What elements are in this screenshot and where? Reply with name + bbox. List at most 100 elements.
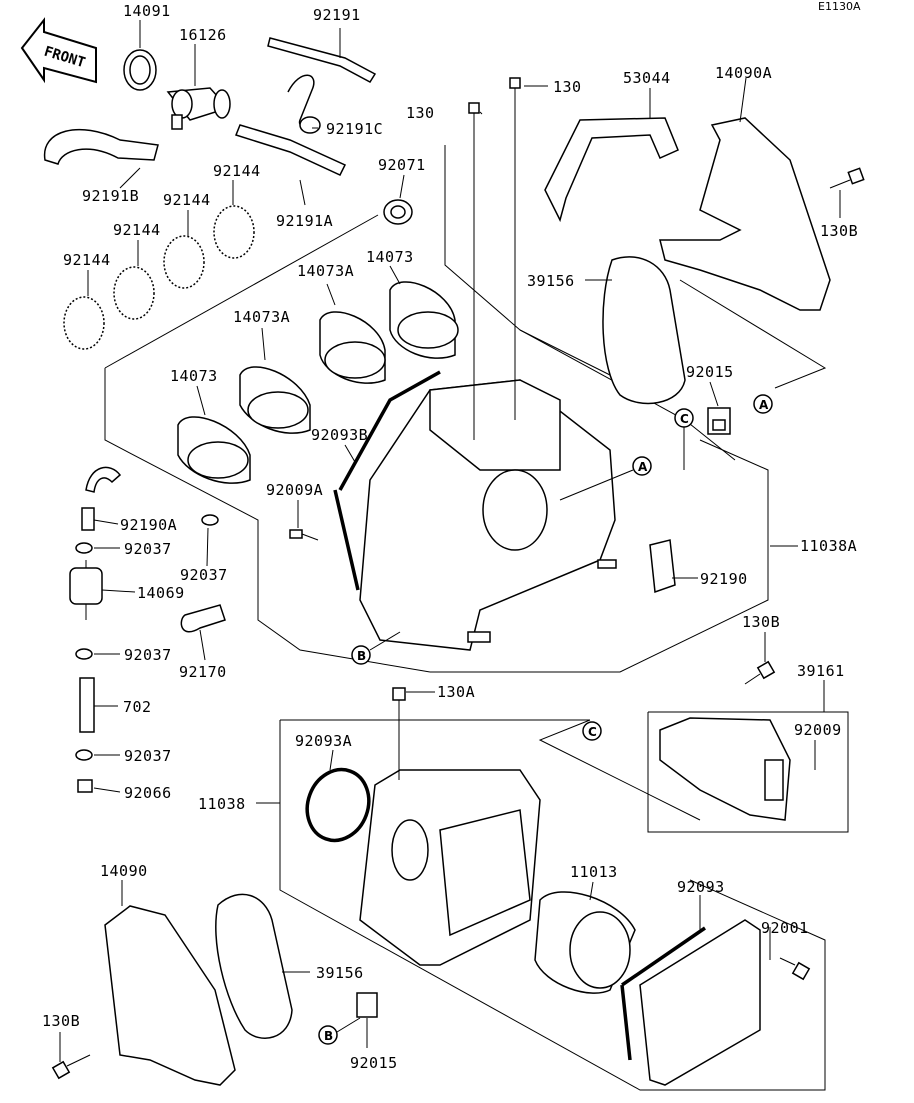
label-92170: 92170 bbox=[179, 663, 227, 681]
label-92009A: 92009A bbox=[266, 481, 323, 499]
svg-text:A: A bbox=[759, 398, 769, 412]
label-702: 702 bbox=[123, 698, 152, 716]
part-14069-filter bbox=[69, 560, 103, 620]
part-14073-boots bbox=[177, 281, 459, 484]
svg-text:C: C bbox=[680, 412, 689, 426]
label-11013: 11013 bbox=[570, 863, 618, 881]
label-92037-b: 92037 bbox=[180, 566, 228, 584]
label-130-left: 130 bbox=[406, 104, 435, 122]
callout-a-airbox: A bbox=[559, 456, 652, 501]
label-92144-a: 92144 bbox=[213, 162, 261, 180]
svg-text:B: B bbox=[357, 649, 366, 663]
label-14073-mid: 14073 bbox=[170, 367, 218, 385]
part-92190-elbow bbox=[649, 539, 676, 594]
part-14091-boot bbox=[123, 49, 157, 91]
label-39156-top: 39156 bbox=[527, 272, 575, 290]
callout-c-top: C bbox=[674, 408, 694, 470]
part-130-bolts bbox=[468, 77, 521, 440]
part-11038A-airbox bbox=[333, 370, 617, 651]
part-labels: 14091 16126 92191 92191C 92191B 92144 92… bbox=[42, 2, 858, 1072]
part-16126-valve bbox=[166, 87, 231, 130]
part-11038-airbox bbox=[359, 687, 541, 966]
label-130-right: 130 bbox=[553, 78, 582, 96]
part-92001-bolt bbox=[779, 957, 811, 981]
part-92015-clip-top bbox=[707, 407, 731, 435]
label-92009: 92009 bbox=[794, 721, 842, 739]
part-14090-cover bbox=[104, 905, 236, 1086]
label-130B-mid: 130B bbox=[742, 613, 780, 631]
label-92037-c: 92037 bbox=[124, 646, 172, 664]
part-92191B-hose bbox=[43, 128, 159, 165]
label-14073-top: 14073 bbox=[366, 248, 414, 266]
label-14091: 14091 bbox=[123, 2, 171, 20]
assembly-outlines bbox=[104, 145, 849, 1091]
part-39161-intake-duct bbox=[659, 717, 791, 821]
label-130B-bottom: 130B bbox=[42, 1012, 80, 1030]
label-92190: 92190 bbox=[700, 570, 748, 588]
part-130B-bolt-top bbox=[829, 167, 865, 189]
part-92071-grommet bbox=[383, 199, 413, 225]
part-92191-hose bbox=[235, 37, 377, 176]
label-92015-bottom: 92015 bbox=[350, 1054, 398, 1072]
label-92015-top: 92015 bbox=[686, 363, 734, 381]
label-92191: 92191 bbox=[313, 6, 361, 24]
label-92144-b: 92144 bbox=[163, 191, 211, 209]
part-92015-clip-bottom bbox=[356, 992, 378, 1018]
part-92191C-hose bbox=[287, 74, 321, 134]
part-11013-filter-element bbox=[534, 891, 636, 994]
label-92001: 92001 bbox=[761, 919, 809, 937]
part-92066-fitting bbox=[77, 779, 93, 793]
part-702-tube bbox=[79, 677, 95, 733]
part-39156-filter-bottom bbox=[215, 893, 293, 1039]
label-92191C: 92191C bbox=[326, 120, 383, 138]
part-92093-cover-plate bbox=[620, 919, 761, 1086]
label-14090A: 14090A bbox=[715, 64, 772, 82]
part-92009A-screw bbox=[289, 529, 319, 541]
label-14073A-mid: 14073A bbox=[233, 308, 290, 326]
label-39156-bottom: 39156 bbox=[316, 964, 364, 982]
label-39161: 39161 bbox=[797, 662, 845, 680]
label-92093A: 92093A bbox=[295, 732, 352, 750]
label-14069: 14069 bbox=[137, 584, 185, 602]
label-92191B: 92191B bbox=[82, 187, 139, 205]
label-92144-d: 92144 bbox=[63, 251, 111, 269]
leader-lines bbox=[59, 20, 841, 1062]
label-53044: 53044 bbox=[623, 69, 671, 87]
svg-text:B: B bbox=[324, 1029, 333, 1043]
part-92144-clamps bbox=[63, 205, 255, 350]
callout-b-bottom: B bbox=[318, 1017, 361, 1045]
part-92093A-oring bbox=[305, 767, 371, 843]
part-hose-92190A bbox=[81, 466, 122, 531]
callout-c-bottom: C bbox=[582, 721, 602, 741]
label-14090: 14090 bbox=[100, 862, 148, 880]
label-92093B: 92093B bbox=[311, 426, 368, 444]
label-16126: 16126 bbox=[179, 26, 227, 44]
label-92191A: 92191A bbox=[276, 212, 333, 230]
label-11038A: 11038A bbox=[800, 537, 857, 555]
label-92037-d: 92037 bbox=[124, 747, 172, 765]
front-arrow-icon: FRONT bbox=[20, 17, 97, 84]
part-14090A-cover bbox=[659, 117, 831, 311]
reference-code: E1130A bbox=[818, 0, 861, 13]
label-92093: 92093 bbox=[677, 878, 725, 896]
label-92037-a: 92037 bbox=[124, 540, 172, 558]
svg-text:A: A bbox=[638, 460, 648, 474]
label-130A: 130A bbox=[437, 683, 475, 701]
label-130B-top: 130B bbox=[820, 222, 858, 240]
part-130B-bolt-bottom bbox=[51, 1054, 91, 1080]
svg-text:C: C bbox=[588, 725, 597, 739]
part-130B-bolt-mid bbox=[744, 660, 776, 685]
label-92066: 92066 bbox=[124, 784, 172, 802]
label-92144-c: 92144 bbox=[113, 221, 161, 239]
part-53044-strap bbox=[544, 117, 679, 223]
part-39156-filter-top bbox=[602, 256, 686, 405]
part-92170-bracket bbox=[180, 604, 226, 633]
label-92071: 92071 bbox=[378, 156, 426, 174]
callout-a-right: A bbox=[753, 394, 773, 414]
label-92190A: 92190A bbox=[120, 516, 177, 534]
label-14073A-top: 14073A bbox=[297, 262, 354, 280]
callout-b-airbox: B bbox=[351, 631, 401, 665]
part-92037-clips bbox=[75, 514, 219, 761]
label-11038: 11038 bbox=[198, 795, 246, 813]
